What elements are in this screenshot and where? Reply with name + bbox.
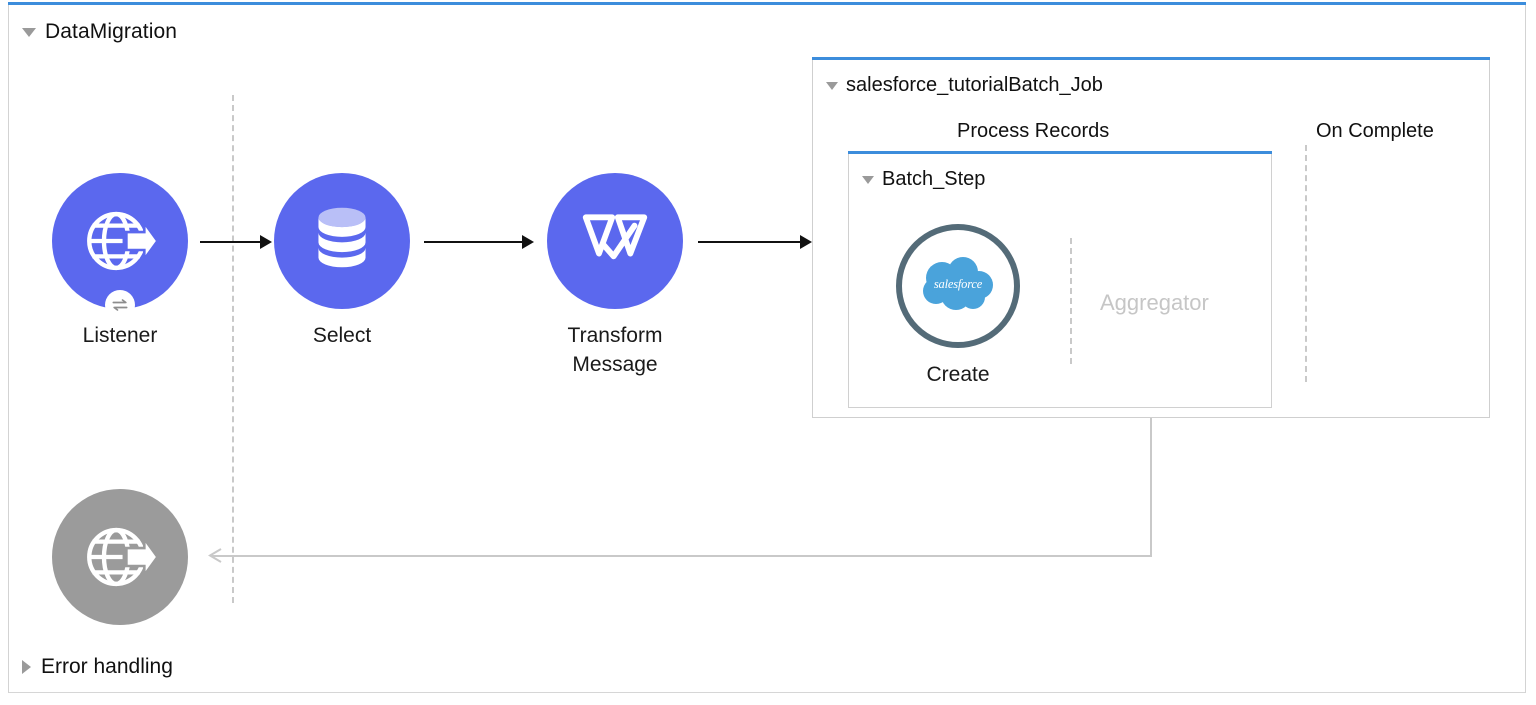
connector-shaft bbox=[200, 241, 261, 243]
node-salesforce-create[interactable]: salesforce Create bbox=[896, 224, 1020, 390]
triangle-down-icon[interactable] bbox=[22, 27, 36, 37]
batch-step-header[interactable]: Batch_Step bbox=[862, 168, 985, 191]
node-response-listener[interactable] bbox=[52, 489, 188, 625]
connector-shaft bbox=[698, 241, 801, 243]
phase-label-on-complete: On Complete bbox=[1316, 120, 1434, 142]
exchange-arrows-icon bbox=[105, 290, 135, 320]
node-transform-message[interactable]: Transform Message bbox=[547, 173, 683, 380]
node-label-transform-message: Transform Message bbox=[567, 324, 663, 376]
batch-job-header[interactable]: salesforce_tutorialBatch_Job bbox=[826, 74, 1103, 97]
connector-listener-to-select bbox=[200, 231, 272, 253]
batch-job-accent-bar bbox=[812, 57, 1490, 61]
connector-transform-to-batch-job bbox=[698, 231, 812, 253]
salesforce-create-ring[interactable]: salesforce bbox=[896, 224, 1020, 348]
node-select[interactable]: Select bbox=[274, 173, 410, 351]
globe-arrow-icon bbox=[87, 211, 159, 271]
listener-circle[interactable] bbox=[52, 173, 188, 320]
batch-job-title: salesforce_tutorialBatch_Job bbox=[846, 74, 1103, 96]
connector-arrowhead bbox=[522, 235, 534, 249]
node-label-select: Select bbox=[312, 324, 372, 347]
aggregator-divider-left-dashed bbox=[1070, 238, 1072, 364]
return-path-arrowhead bbox=[208, 548, 222, 563]
batch-step-title: Batch_Step bbox=[882, 168, 986, 190]
footer-divider bbox=[9, 692, 1525, 693]
page-title: DataMigration bbox=[45, 20, 178, 43]
salesforce-wordmark: salesforce bbox=[934, 277, 983, 291]
salesforce-cloud-icon: salesforce bbox=[923, 257, 993, 310]
response-listener-circle[interactable] bbox=[52, 489, 188, 625]
node-listener[interactable]: Listener bbox=[52, 173, 188, 351]
return-path-horizontal bbox=[212, 555, 1152, 557]
triangle-down-icon[interactable] bbox=[862, 175, 874, 184]
connector-shaft bbox=[424, 241, 523, 243]
node-label-listener: Listener bbox=[82, 324, 158, 347]
connector-arrowhead bbox=[800, 235, 812, 249]
return-path-vertical bbox=[1150, 418, 1152, 556]
connector-select-to-transform bbox=[424, 231, 534, 253]
database-icon bbox=[318, 207, 366, 268]
error-handling-label: Error handling bbox=[41, 655, 173, 678]
triangle-down-icon[interactable] bbox=[826, 81, 838, 90]
globe-arrow-icon bbox=[87, 527, 159, 587]
flow-accent-bar bbox=[8, 2, 1526, 6]
flow-header[interactable]: DataMigration bbox=[22, 20, 177, 44]
triangle-right-icon[interactable] bbox=[22, 660, 31, 674]
batch-step-accent-bar bbox=[848, 151, 1272, 155]
select-circle[interactable] bbox=[274, 173, 410, 309]
node-label-salesforce-create: Create bbox=[926, 363, 990, 386]
aggregator-placeholder: Aggregator bbox=[1100, 290, 1209, 315]
flow-guide-dashed-line bbox=[232, 95, 234, 603]
connector-arrowhead bbox=[260, 235, 272, 249]
phase-label-process-records: Process Records bbox=[957, 120, 1110, 142]
phase-divider-dashed bbox=[1305, 145, 1307, 382]
transform-message-circle[interactable] bbox=[547, 173, 683, 309]
dataweave-icon bbox=[582, 214, 648, 260]
error-handling-section[interactable]: Error handling bbox=[22, 655, 173, 679]
